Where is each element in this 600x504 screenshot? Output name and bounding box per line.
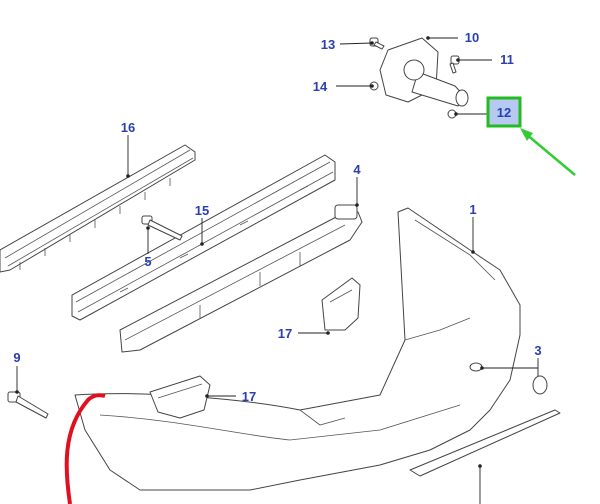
callout-9: 9 — [13, 350, 20, 365]
leader-lines — [15, 36, 539, 504]
part-17-upper-bracket — [321, 277, 361, 331]
callout-11: 11 — [500, 52, 514, 67]
part-3-plug — [532, 375, 548, 395]
part-5-screw — [141, 215, 183, 241]
callout-3: 3 — [534, 343, 541, 358]
callout-17-upper: 17 — [278, 326, 292, 341]
lower-trim-strip — [409, 409, 561, 477]
callout-4: 4 — [353, 162, 361, 177]
callout-labels: 13 10 11 14 16 4 15 1 5 17 9 3 17 — [13, 30, 541, 404]
highlight-box-12 — [486, 96, 522, 128]
part-15-impact-beam — [71, 154, 336, 321]
red-trim-line — [64, 393, 106, 504]
callout-14: 14 — [313, 79, 328, 94]
highlight-arrow — [520, 128, 576, 176]
part-16-reinforcement-strip — [0, 144, 196, 273]
callout-12: 12 — [497, 105, 511, 120]
part-10-tow-bracket — [379, 37, 469, 107]
callout-16: 16 — [121, 120, 135, 135]
part-17-lower-bracket — [149, 375, 211, 419]
callout-5: 5 — [144, 254, 151, 269]
callout-17-lower: 17 — [242, 389, 256, 404]
callout-15: 15 — [195, 203, 209, 218]
callout-13: 13 — [321, 37, 335, 52]
part-9-bolt — [7, 391, 49, 419]
part-4-energy-absorber — [119, 204, 363, 353]
callout-10: 10 — [465, 30, 479, 45]
callout-1: 1 — [469, 202, 476, 217]
